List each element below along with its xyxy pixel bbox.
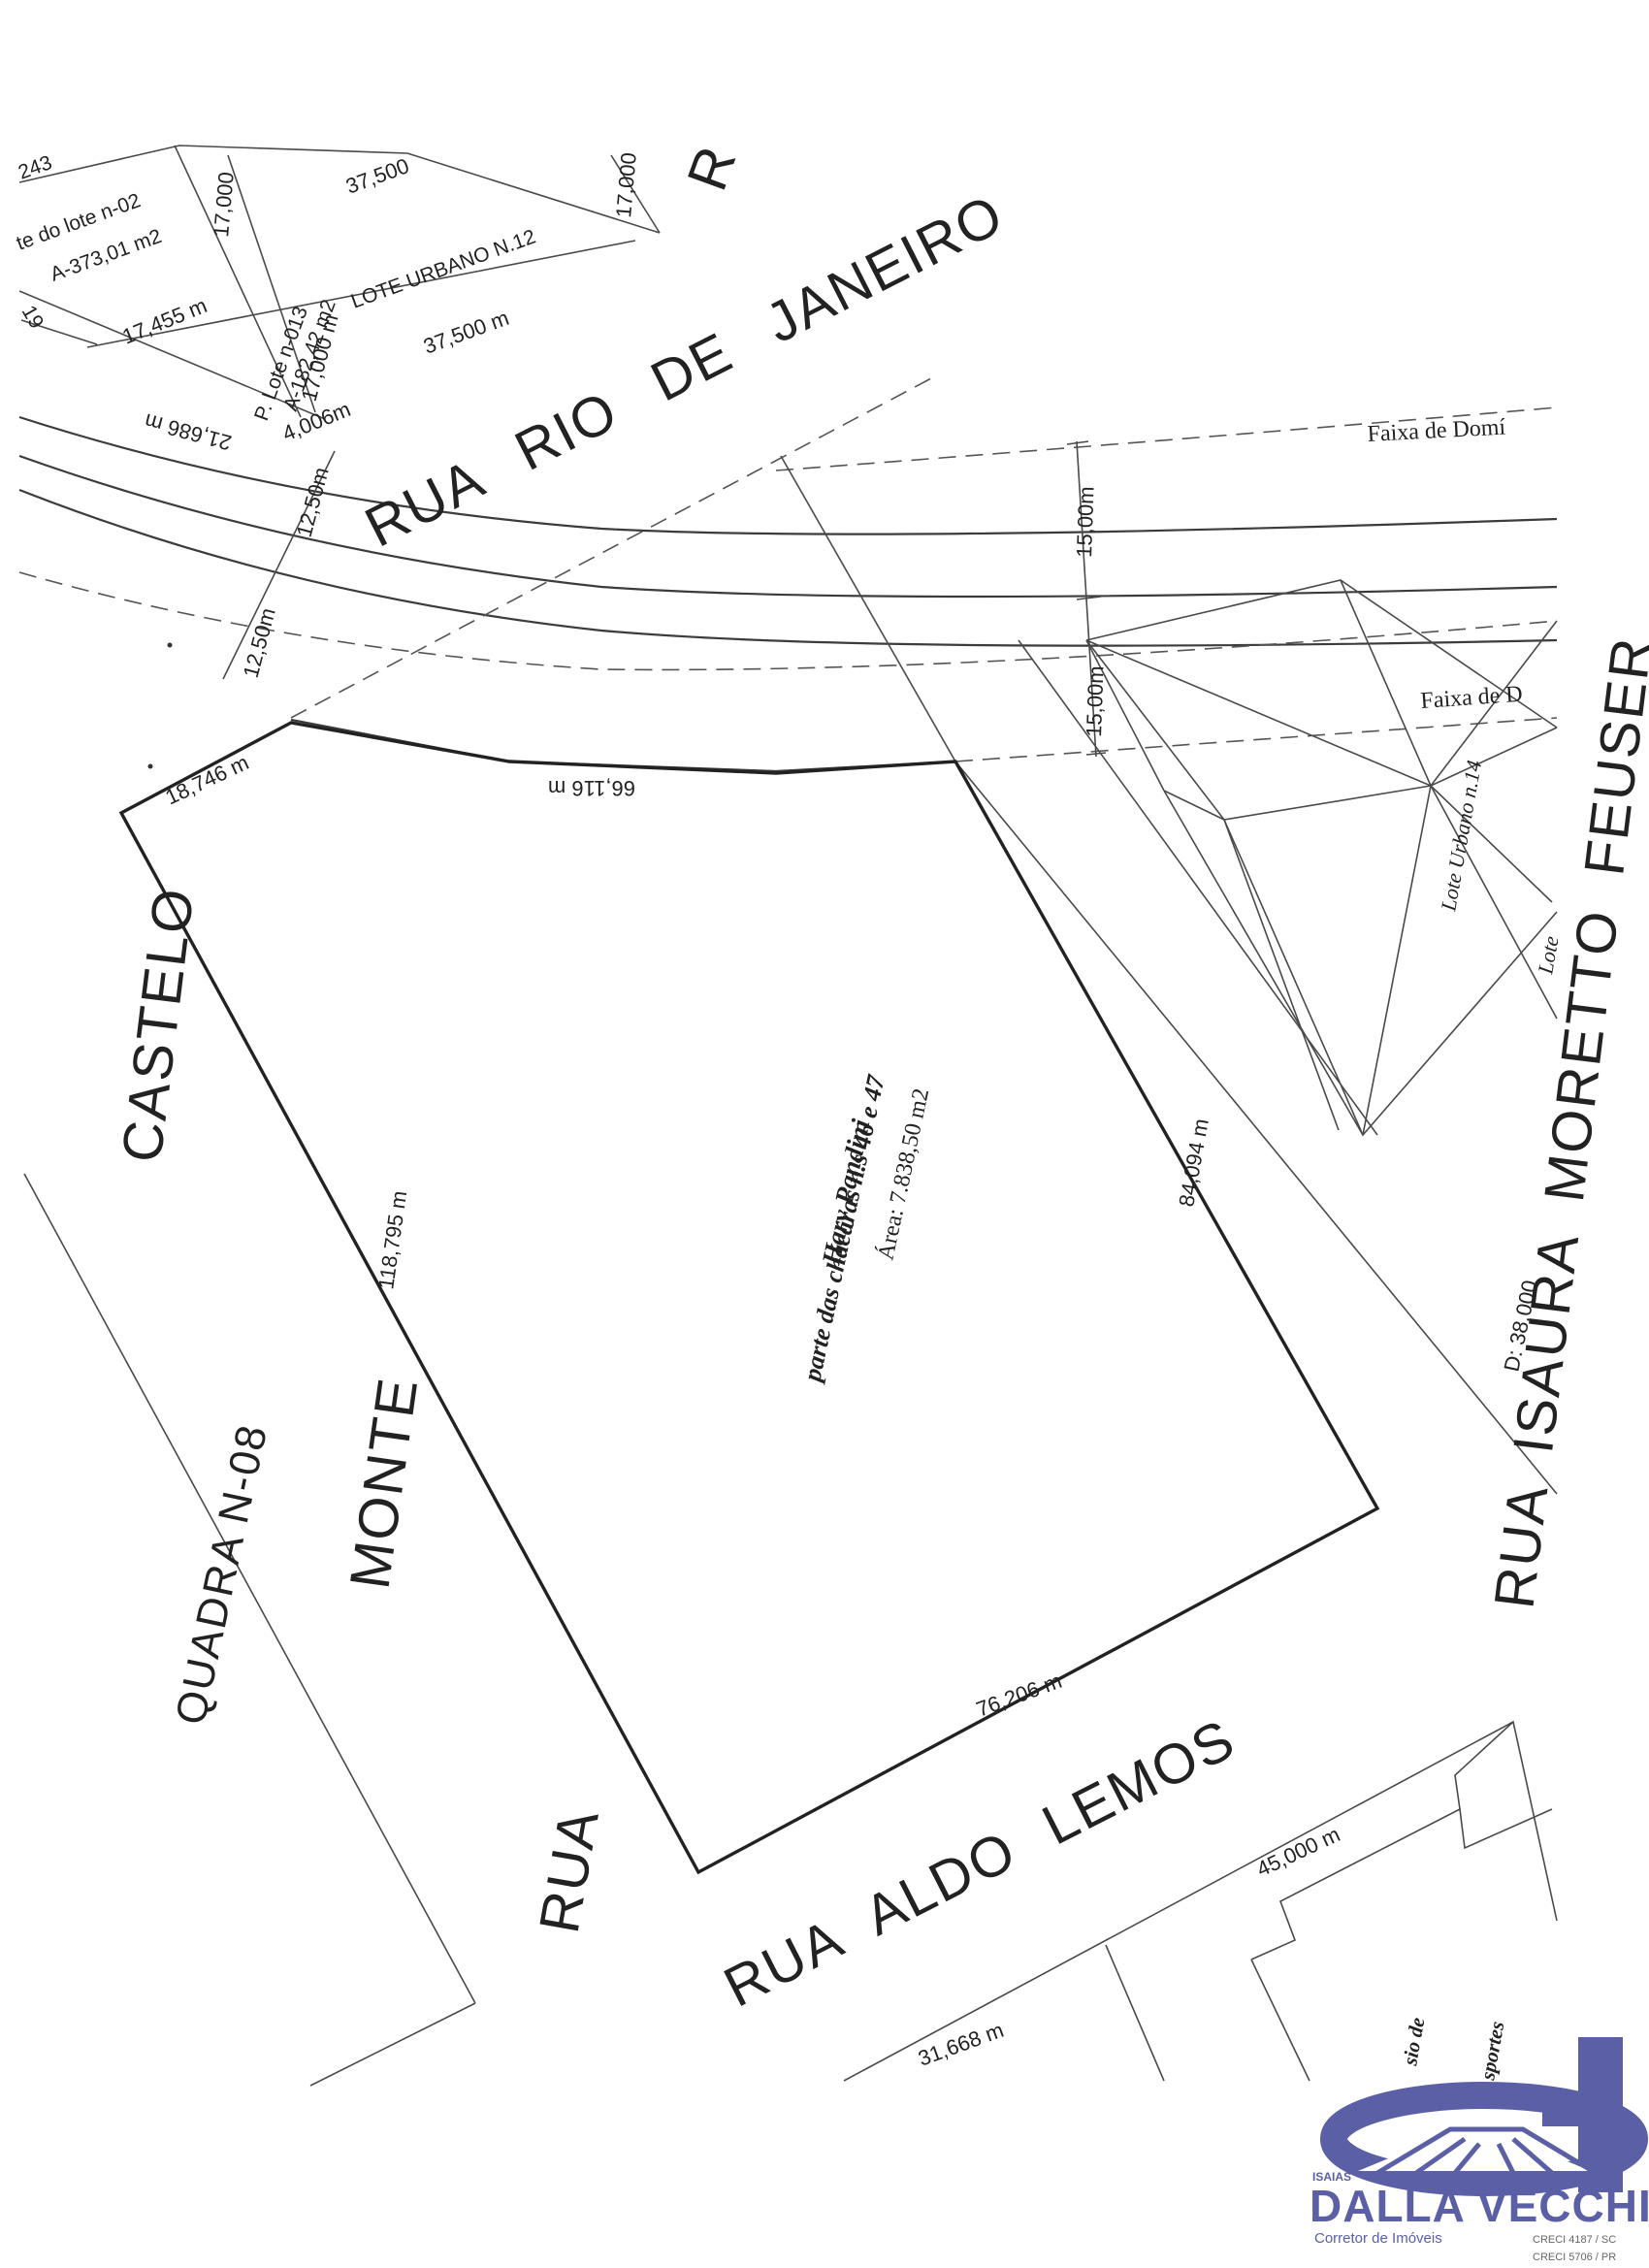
street-monte: MONTE [339, 1373, 431, 1592]
measure-37500-bottom: 37,500 m [420, 306, 512, 359]
logo-first-name: ISAIAS [1312, 2170, 1351, 2184]
measure-21686: 21,686 m [142, 408, 234, 455]
quadra-block [23, 1173, 476, 2087]
label-fragment-243: 243 [16, 151, 55, 184]
label-esportes-2: sportes [1475, 2020, 1508, 2083]
measure-37500-top: 37,500 [342, 153, 412, 199]
logo-tagline: Corretor de Imóveis [1314, 2230, 1442, 2247]
measure-south: 76,206 m [973, 1669, 1065, 1722]
parcel-boundary [118, 721, 1380, 1875]
measure-east: 84,094 m [1174, 1117, 1213, 1209]
measure-31668: 31,668 m [915, 2018, 1007, 2071]
measure-1250-a: 12,50m [292, 465, 334, 539]
logo-creci-sc: CRECI 4187 / SC [1533, 2234, 1616, 2246]
measure-17455: 17,455 m [119, 293, 210, 349]
dimension-lines [222, 440, 1107, 758]
label-faixa-mid: Faixa de D [1420, 682, 1524, 714]
measure-17000-a: 17,000 [209, 171, 239, 238]
label-lote-urbano-12: LOTE URBANO N.12 [348, 225, 538, 312]
measure-1250-b: 12,50m [239, 605, 280, 680]
measure-45: 45,000 m [1253, 1822, 1344, 1881]
top-left-lots [18, 145, 661, 420]
parcel-owner: Hary Pandini [816, 1117, 875, 1269]
label-lote-urbano-14: Lote Urbano n.14 [1436, 759, 1486, 914]
measure-1500-b: 15,00m [1082, 665, 1109, 737]
measure-north-west: 18,746 m [162, 750, 253, 809]
road-lines [18, 377, 1558, 1495]
street-castelo: CASTELO [110, 884, 206, 1166]
measure-north: 66,116 m [548, 776, 635, 800]
logo-creci-pr: CRECI 5706 / PR [1533, 2252, 1616, 2263]
street-rio-de-janeiro: RUA RIO DE JANEIRO [355, 182, 1014, 560]
survey-mark [147, 763, 153, 769]
logo-roof-icon [1375, 2126, 1598, 2176]
label-faixa-top: Faixa de Domí [1367, 415, 1506, 447]
measure-west: 118,795 m [373, 1189, 411, 1291]
street-fragment-r: R [675, 137, 749, 198]
survey-mark [167, 642, 173, 648]
street-isaura-moretto-feuser: RUA ISAURA MORETTO FEUSER [1482, 633, 1649, 1612]
measure-1500-a: 15,00m [1072, 486, 1099, 558]
right-lot-triangles [1085, 579, 1558, 1137]
label-esportes-1: sio de [1398, 2016, 1429, 2068]
logo-ring [1320, 2082, 1648, 2196]
label-lote-right: Lote [1533, 934, 1564, 977]
measure-17000-b: 17,000 [611, 151, 641, 218]
street-rua: RUA [528, 1803, 611, 1937]
lower-right-lots [843, 1720, 1558, 2082]
street-aldo-lemos: RUA ALDO LEMOS [714, 1707, 1245, 2020]
logo-name: DALLA VECCHIA [1310, 2181, 1649, 2231]
agent-logo: ISAIAS DALLA VECCHIA Corretor de Imóveis… [1310, 2037, 1649, 2263]
